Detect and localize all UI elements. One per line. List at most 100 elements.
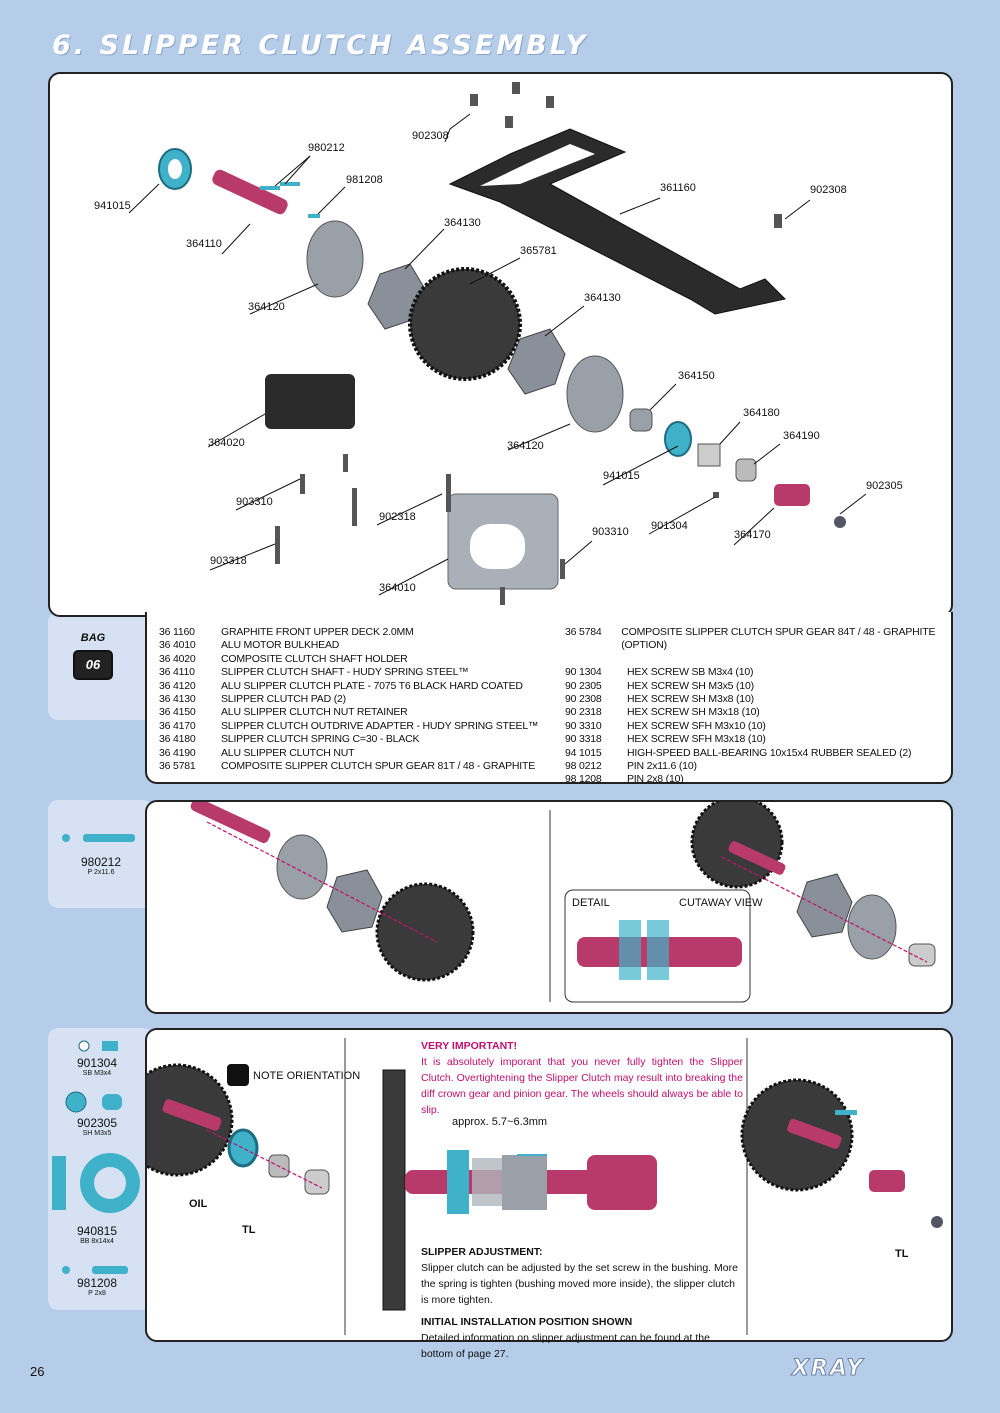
part-number: 90 1304 xyxy=(565,666,602,679)
side-part-sub: SH M3x5 xyxy=(82,1130,112,1137)
clutch-plate-part xyxy=(306,220,364,298)
part-desc: HEX SCREW SB M3x4 (10) xyxy=(627,666,754,679)
clutch-shaft-holder-part xyxy=(265,374,355,429)
part-number: 36 4020 xyxy=(159,652,196,665)
part-number: 94 1015 xyxy=(565,746,602,759)
diagram-label: 364190 xyxy=(783,430,820,442)
diagram-label: 902305 xyxy=(866,480,903,492)
important-note: VERY IMPORTANT! It is absolutely imporan… xyxy=(421,1038,743,1118)
part-number: 36 4150 xyxy=(159,706,196,719)
important-heading: VERY IMPORTANT! xyxy=(421,1040,518,1052)
diagram-label: 364150 xyxy=(678,370,715,382)
part-row: 36 4110 SLIPPER CLUTCH SHAFT - HUDY SPRIN… xyxy=(159,666,569,679)
detail-label: DETAIL xyxy=(572,897,610,909)
part-desc: COMPOSITE SLIPPER CLUTCH SPUR GEAR 84T /… xyxy=(621,626,936,652)
diagram-label: 365781 xyxy=(520,245,557,257)
part-number xyxy=(565,653,627,666)
tl-marker-right: TL xyxy=(895,1248,909,1260)
approx-measure: approx. 5.7~6.3mm xyxy=(452,1116,548,1128)
part-desc: SLIPPER CLUTCH SHAFT - HUDY SPRING STEEL… xyxy=(221,666,469,679)
step1-diagram xyxy=(190,802,936,1003)
diagram-label: 364170 xyxy=(734,529,771,541)
diagram-label: 364130 xyxy=(444,217,481,229)
side-part-code: 981208 xyxy=(76,1276,118,1290)
part-desc: SLIPPER CLUTCH OUTDRIVE ADAPTER - HUDY S… xyxy=(221,719,539,732)
diagram-label: 903318 xyxy=(210,555,247,567)
part-desc: HEX SCREW SFH M3x10 (10) xyxy=(627,719,766,732)
part-number: 36 5784 xyxy=(565,626,602,638)
part-desc: HEX SCREW SFH M3x18 (10) xyxy=(627,733,766,746)
initial-heading: INITIAL INSTALLATION POSITION SHOWN xyxy=(421,1316,633,1328)
adjust-note: SLIPPER ADJUSTMENT: Slipper clutch can b… xyxy=(421,1244,743,1362)
diagram-label: 941015 xyxy=(94,200,131,212)
spur-gear-part xyxy=(408,267,522,381)
part-row: 90 2318 HEX SCREW SH M3x18 (10) xyxy=(565,706,950,719)
adjust-text: Slipper clutch can be adjusted by the se… xyxy=(421,1262,738,1306)
part-number: 36 4120 xyxy=(159,679,196,692)
part-number: 90 2318 xyxy=(565,706,602,719)
diagram-label: 980212 xyxy=(308,142,345,154)
diagram-label: 364120 xyxy=(507,440,544,452)
side-part-sub: P 2x8 xyxy=(88,1290,106,1297)
diagram-label: 361160 xyxy=(660,182,696,194)
pin-icon xyxy=(62,834,135,842)
hardware-icons xyxy=(52,1040,140,1274)
part-desc: PIN 2x8 (10) xyxy=(627,773,684,786)
side-part-code: 902305 xyxy=(76,1116,118,1130)
part-row: 94 1015 HIGH-SPEED BALL-BEARING 10x15x4 R… xyxy=(565,747,950,760)
diagram-label: 902308 xyxy=(412,130,449,142)
part-desc: ALU SLIPPER CLUTCH NUT xyxy=(221,746,355,759)
parts-list-right: 36 5784 COMPOSITE SLIPPER CLUTCH SPUR GEA… xyxy=(565,626,950,787)
part-number: 98 1208 xyxy=(565,773,602,786)
part-number: 90 3318 xyxy=(565,733,602,746)
part-number: 36 4110 xyxy=(159,666,195,679)
part-number: 90 3310 xyxy=(565,719,602,732)
diagram-label: 364180 xyxy=(743,407,780,419)
part-desc: HEX SCREW SH M3x18 (10) xyxy=(627,706,760,719)
oil-marker: OIL xyxy=(189,1198,208,1210)
diagram-label: 902318 xyxy=(379,511,416,523)
side-part-sub: P 2x11.6 xyxy=(87,869,115,876)
cutaway-label: CUTAWAY VIEW xyxy=(679,897,763,909)
brand-logo: XRAY xyxy=(791,1356,865,1382)
diagram-label: 364120 xyxy=(248,301,285,313)
part-desc: PIN 2x11.6 (10) xyxy=(627,760,697,773)
adjust-heading: SLIPPER ADJUSTMENT: xyxy=(421,1246,543,1258)
part-desc: HEX SCREW SH M3x5 (10) xyxy=(627,679,754,692)
bag-label: BAG xyxy=(80,632,106,644)
part-number: 36 4170 xyxy=(159,719,196,732)
diagram-label: 903310 xyxy=(592,526,629,538)
side-part-sub: BB 8x14x4 xyxy=(80,1238,114,1245)
important-text: It is absolutely imporant that you never… xyxy=(421,1056,743,1116)
part-row: 36 4170 SLIPPER CLUTCH OUTDRIVE ADAPTER -… xyxy=(159,720,569,733)
part-number: 36 4130 xyxy=(159,693,196,706)
part-row: 36 5784 COMPOSITE SLIPPER CLUTCH SPUR GEA… xyxy=(565,626,950,653)
tl-marker: TL xyxy=(242,1224,256,1236)
diagram-label: 981208 xyxy=(346,174,383,186)
step2-panel: NOTE ORIENTATION OIL TL TL VERY IMPORTAN… xyxy=(145,1028,953,1360)
diagram-label: 364010 xyxy=(379,582,416,594)
diagram-label: 364020 xyxy=(208,437,245,449)
step2-diagram xyxy=(147,1038,943,1335)
clutch-shaft-part xyxy=(212,169,288,215)
side-part-code: 901304 xyxy=(76,1056,118,1070)
part-desc: HIGH-SPEED BALL-BEARING 10x15x4 RUBBER S… xyxy=(627,746,912,759)
